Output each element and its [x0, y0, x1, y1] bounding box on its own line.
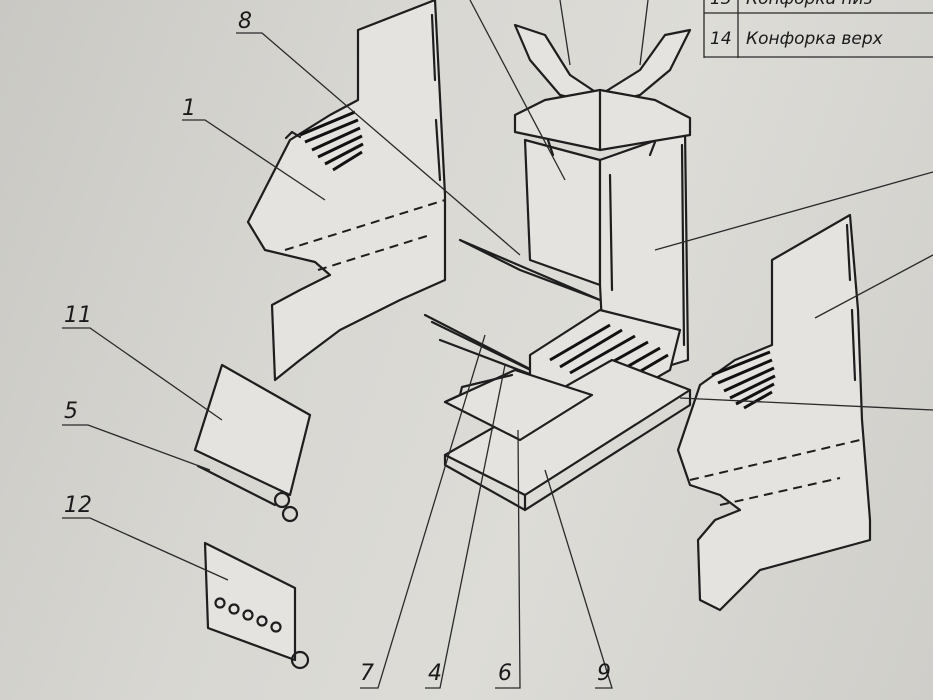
callout-11: 11	[64, 303, 92, 328]
table-row-number: 13	[710, 0, 732, 9]
door-panel	[193, 363, 312, 523]
right-side-panel	[676, 213, 872, 612]
table-row-number: 14	[710, 29, 732, 49]
ash-door-panel	[203, 541, 310, 670]
callout-9: 9	[597, 661, 611, 686]
callout-8: 8	[238, 9, 252, 34]
callout-6: 6	[498, 661, 512, 686]
callout-12: 12	[64, 493, 92, 518]
leader-lines	[62, 0, 933, 689]
door-hinge-ring	[281, 505, 299, 523]
center-column	[523, 128, 690, 387]
table-row-name: Конфорка низ	[746, 0, 873, 9]
parts-table: 13 Конфорка низ 14 Конфорка верх	[700, 0, 933, 58]
callout-5: 5	[64, 399, 78, 424]
ash-pan	[443, 368, 594, 442]
callout-7: 7	[360, 661, 374, 686]
table-row-name: Конфорка верх	[746, 29, 884, 49]
callout-4: 4	[428, 661, 442, 686]
door-hinge-ring	[273, 491, 291, 509]
callout-1: 1	[182, 96, 196, 121]
left-side-panel	[246, 0, 447, 382]
door-hinge-ring	[290, 650, 310, 670]
callout-labels: 8 1 11 5 12 7 4 6 9	[64, 9, 611, 686]
